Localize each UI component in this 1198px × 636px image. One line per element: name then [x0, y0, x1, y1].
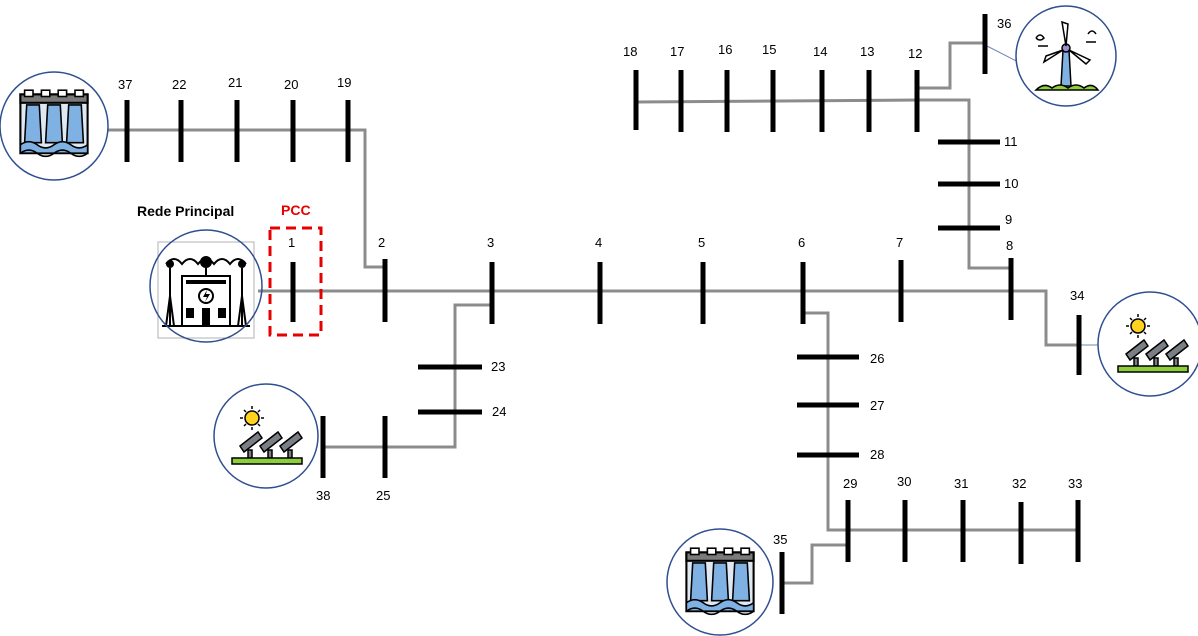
bus-label-14: 14: [813, 44, 827, 59]
solar-panel-icon: [213, 383, 319, 489]
bus-label-24: 24: [492, 404, 506, 419]
bus-label-8: 8: [1006, 238, 1013, 253]
substation-grid-icon: [149, 229, 263, 343]
hydro-plant-icon: [666, 528, 774, 636]
solar-panel-icon: [1097, 291, 1198, 397]
bus-label-13: 13: [860, 44, 874, 59]
line-bus12-to-36: [917, 41, 985, 90]
bus-label-36: 36: [997, 16, 1011, 31]
line-bus2-to-19: [348, 128, 385, 269]
bus-label-2: 2: [378, 235, 385, 250]
pcc-label: PCC: [281, 202, 311, 218]
wind-turbine-icon: [1015, 5, 1117, 107]
bus-label-23: 23: [491, 359, 505, 374]
bus-label-35: 35: [773, 532, 787, 547]
bus-label-34: 34: [1070, 288, 1084, 303]
main-grid-title: Rede Principal: [137, 203, 234, 219]
bus-label-30: 30: [897, 474, 911, 489]
bus-label-20: 20: [284, 77, 298, 92]
bus-label-3: 3: [487, 235, 494, 250]
bus-label-12: 12: [908, 46, 922, 61]
line-bus3-to-25: [385, 303, 492, 449]
line-bus6-to-29: [803, 311, 848, 532]
bus-label-7: 7: [896, 235, 903, 250]
bus-label-22: 22: [172, 77, 186, 92]
hydro-plant-icon: [0, 71, 109, 181]
bus-label-25: 25: [376, 488, 390, 503]
bus-label-10: 10: [1004, 176, 1018, 191]
bus-label-9: 9: [1005, 212, 1012, 227]
bus-label-31: 31: [954, 476, 968, 491]
bus-label-17: 17: [670, 44, 684, 59]
bus-label-16: 16: [718, 42, 732, 57]
bus-label-4: 4: [595, 235, 602, 250]
bus-label-18: 18: [623, 44, 637, 59]
bus-label-1: 1: [288, 235, 295, 250]
bus-label-5: 5: [698, 235, 705, 250]
bus-label-19: 19: [337, 75, 351, 90]
line-lateral-12-18: [635, 98, 918, 104]
bus-label-37: 37: [118, 77, 132, 92]
bus-label-21: 21: [228, 75, 242, 90]
bus-label-29: 29: [843, 476, 857, 491]
bus-label-38: 38: [316, 488, 330, 503]
bus-labels: 1 2 3 4 5 6 7 8 9 10 11 12 13 14 15 16 1…: [118, 16, 1084, 547]
bus-label-6: 6: [798, 235, 805, 250]
bus-label-11: 11: [1004, 134, 1018, 149]
bus-label-32: 32: [1012, 476, 1026, 491]
bus-label-15: 15: [762, 42, 776, 57]
line-bus8-to-34: [1011, 289, 1079, 347]
line-bus29-to-35: [782, 543, 848, 585]
bus-label-27: 27: [870, 398, 884, 413]
bus-label-33: 33: [1068, 476, 1082, 491]
bus-label-26: 26: [870, 351, 884, 366]
bus-bars: [124, 14, 1082, 614]
pcc-box: [268, 226, 323, 337]
bus-label-28: 28: [870, 447, 884, 462]
